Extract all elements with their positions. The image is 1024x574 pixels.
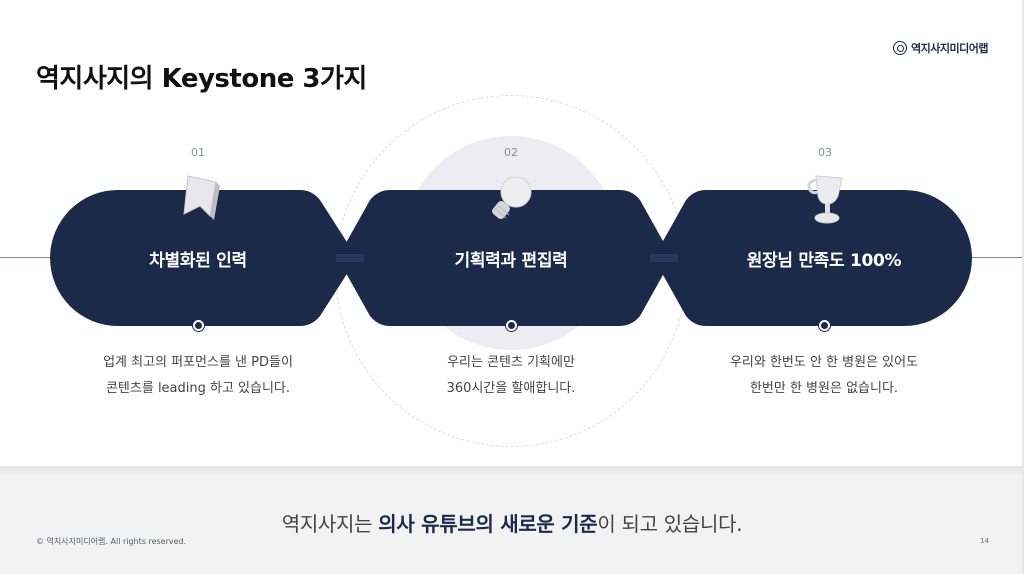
trophy-icon: [807, 175, 843, 224]
slide-edge: [1022, 0, 1024, 574]
item-description-1: 업계 최고의 퍼포먼스를 낸 PD들이 콘텐츠를 leading 하고 있습니다…: [48, 350, 348, 402]
item-description-1-line-2: 콘텐츠를 leading 하고 있습니다.: [105, 381, 291, 396]
tagline-emphasis: 의사 유튜브의 새로운 기준: [378, 512, 598, 536]
tagline-prefix: 역지사지는: [281, 512, 379, 536]
footer-band: [0, 468, 1024, 574]
brand-label: 역지사지미디어랩: [911, 42, 988, 55]
copyright-text: © 역지사지미디어랩. All rights reserved.: [36, 537, 187, 546]
item-description-3-line-2: 한번만 한 병원은 없습니다.: [749, 381, 899, 396]
item-description-3-line-1: 우리와 한번도 안 한 병원은 있어도: [729, 355, 919, 370]
item-description-1-line-1: 업계 최고의 퍼포먼스를 낸 PD들이: [103, 355, 293, 370]
timeline-line-left: [0, 257, 60, 258]
lightbulb-icon: [492, 176, 532, 219]
page-title: 역지사지의 Keystone 3가지: [36, 64, 367, 94]
item-description-3: 우리와 한번도 안 한 병원은 있어도 한번만 한 병원은 없습니다.: [674, 350, 974, 402]
item-number-1: 01: [191, 146, 205, 159]
logo-icon: [893, 41, 908, 55]
item-number-3: 03: [818, 146, 832, 159]
bookmark-icon: [183, 175, 220, 220]
card-shape-2: [340, 190, 670, 326]
item-title-2: 기획력과 편집력: [454, 251, 568, 271]
card-shape-3: [656, 190, 972, 326]
item-title-3: 원장님 만족도 100%: [746, 251, 902, 271]
card-shape-1: [50, 190, 355, 326]
timeline-dot-1: [193, 320, 204, 331]
item-number-2: 02: [504, 146, 518, 159]
timeline-dot-3: [819, 320, 830, 331]
timeline-line-right: [960, 257, 1024, 258]
item-description-2-line-2: 360시간을 할애합니다.: [446, 381, 576, 396]
page-number: 14: [980, 537, 989, 545]
brand-logo: 역지사지미디어랩: [893, 40, 988, 56]
timeline-dot-2: [506, 320, 517, 331]
item-description-2: 우리는 콘텐츠 기획에만 360시간을 할애합니다.: [361, 350, 661, 402]
item-title-1: 차별화된 인력: [149, 251, 247, 271]
footer-tagline: 역지사지는 의사 유튜브의 새로운 기준이 되고 있습니다.: [0, 508, 1024, 537]
tagline-suffix: 이 되고 있습니다.: [597, 512, 743, 536]
item-description-2-line-1: 우리는 콘텐츠 기획에만: [447, 355, 575, 370]
footer-shadow: [0, 466, 1024, 476]
